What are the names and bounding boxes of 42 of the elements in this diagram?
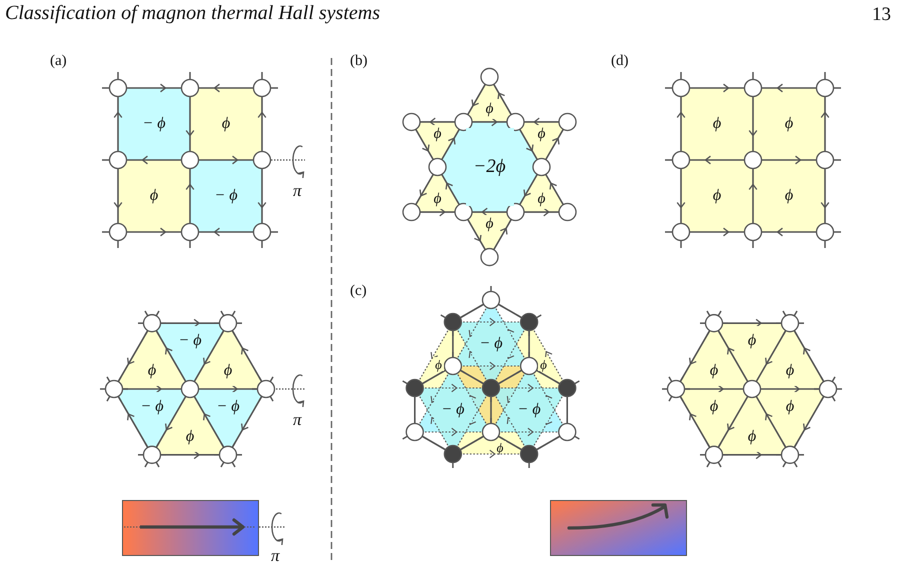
running-title: Classification of magnon thermal Hall systems [5, 1, 380, 26]
flux-label: − ϕ [142, 116, 166, 132]
flux-label: ϕ [486, 102, 494, 117]
panel-label: (d) [611, 52, 628, 71]
rotation-angle-label: π [271, 545, 280, 566]
rotation-angle-label: π [293, 409, 302, 430]
panel-label: (a) [50, 52, 67, 71]
flux-label: − ϕ [214, 188, 238, 204]
flux-label: ϕ [186, 428, 194, 445]
flux-label: ϕ [710, 398, 718, 415]
flux-label: ϕ [748, 333, 756, 350]
rotation-angle-label: π [293, 180, 302, 202]
flux-label: ϕ [540, 358, 547, 370]
flux-label: ϕ [712, 188, 722, 204]
flux-label: − ϕ [479, 336, 503, 352]
flux-label: ϕ [486, 217, 494, 232]
flux-label: ϕ [435, 358, 442, 370]
flux-label: ϕ [538, 192, 546, 207]
flux-label: ϕ [538, 127, 546, 142]
flux-label: ϕ [710, 363, 718, 380]
flux-label: ϕ [786, 363, 794, 380]
flux-label: − ϕ [140, 398, 164, 415]
flux-label: − ϕ [518, 402, 541, 418]
flux-label: ϕ [748, 428, 756, 445]
flux-label: ϕ [786, 398, 794, 415]
panel-label: (b) [350, 52, 368, 71]
flux-label: ϕ [712, 116, 722, 132]
flux-label: − ϕ [216, 398, 240, 415]
flux-label: ϕ [434, 127, 442, 142]
flux-label: ϕ [222, 116, 230, 132]
flux-label: ϕ [224, 363, 232, 380]
flux-label: ϕ [784, 188, 794, 204]
flux-label: − ϕ [441, 402, 464, 418]
flux-label: ϕ [496, 440, 504, 454]
page-number: 13 [872, 3, 891, 27]
flux-label: ϕ [148, 363, 156, 380]
flux-label: ϕ [434, 192, 442, 207]
panel-label: (c) [350, 282, 367, 301]
flux-label: −2ϕ [473, 157, 506, 176]
flux-label: ϕ [784, 116, 794, 132]
flux-label: ϕ [150, 188, 158, 204]
flux-label: − ϕ [178, 333, 202, 350]
